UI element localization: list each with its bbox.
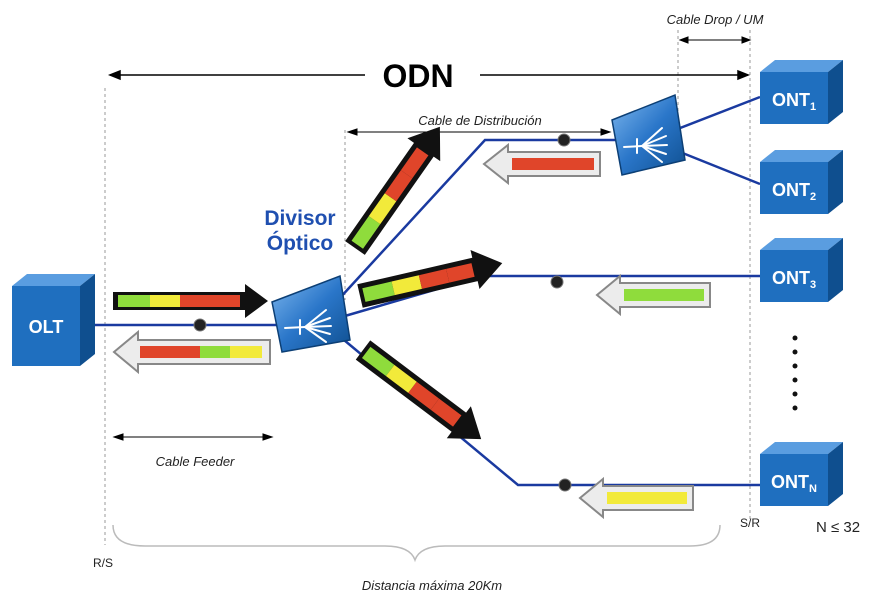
downstream-arrow-middle — [357, 249, 503, 308]
n-limit-label: N ≤ 32 — [816, 519, 860, 536]
sr-label: S/R — [740, 516, 760, 530]
cable-drop-label: Cable Drop / UM — [667, 12, 764, 27]
rs-label: R/S — [93, 556, 113, 570]
guide-lines — [104, 30, 751, 545]
distancia-label: Distancia máxima 20Km — [362, 578, 502, 593]
upstream-arrow-ontn — [578, 476, 694, 520]
ont-box-n: ONTN — [760, 442, 843, 506]
olt-box: OLT — [12, 274, 95, 366]
ont-1-label: ONT1 — [772, 90, 816, 113]
distance-brace — [112, 524, 721, 563]
ont-box-3: ONT3 — [760, 238, 843, 302]
cable-distribucion-arrow — [346, 128, 612, 136]
cable-feeder-label: Cable Feeder — [156, 454, 235, 469]
ont-n-label: ONTN — [771, 472, 817, 495]
cable-drop-arrow — [678, 36, 752, 44]
downstream-arrow-lower — [355, 340, 482, 440]
splitter-main-icon — [271, 274, 351, 353]
downstream-arrow-upper — [345, 126, 441, 255]
ont-3-label: ONT3 — [772, 268, 816, 291]
splice-points — [193, 133, 572, 492]
upstream-arrow-feeder — [112, 329, 271, 375]
ellipsis-dots — [792, 335, 798, 411]
odn-title: ODN — [382, 58, 453, 94]
divisor-label-line2: Óptico — [267, 231, 334, 255]
downstream-arrow-feeder — [113, 284, 268, 318]
ont-box-1: ONT1 — [760, 60, 843, 124]
cable-feeder-arrow — [112, 433, 274, 441]
odn-extent-arrow — [107, 69, 751, 81]
ont-2-label: ONT2 — [772, 180, 816, 203]
splitter-secondary-icon — [611, 93, 686, 176]
upstream-arrow-distribution — [482, 142, 601, 186]
divisor-label-line1: Divisor — [264, 207, 335, 230]
cable-distribucion-label: Cable de Distribución — [418, 113, 542, 128]
ont-box-2: ONT2 — [760, 150, 843, 214]
olt-label: OLT — [29, 317, 64, 337]
upstream-arrow-ont3 — [595, 273, 711, 317]
